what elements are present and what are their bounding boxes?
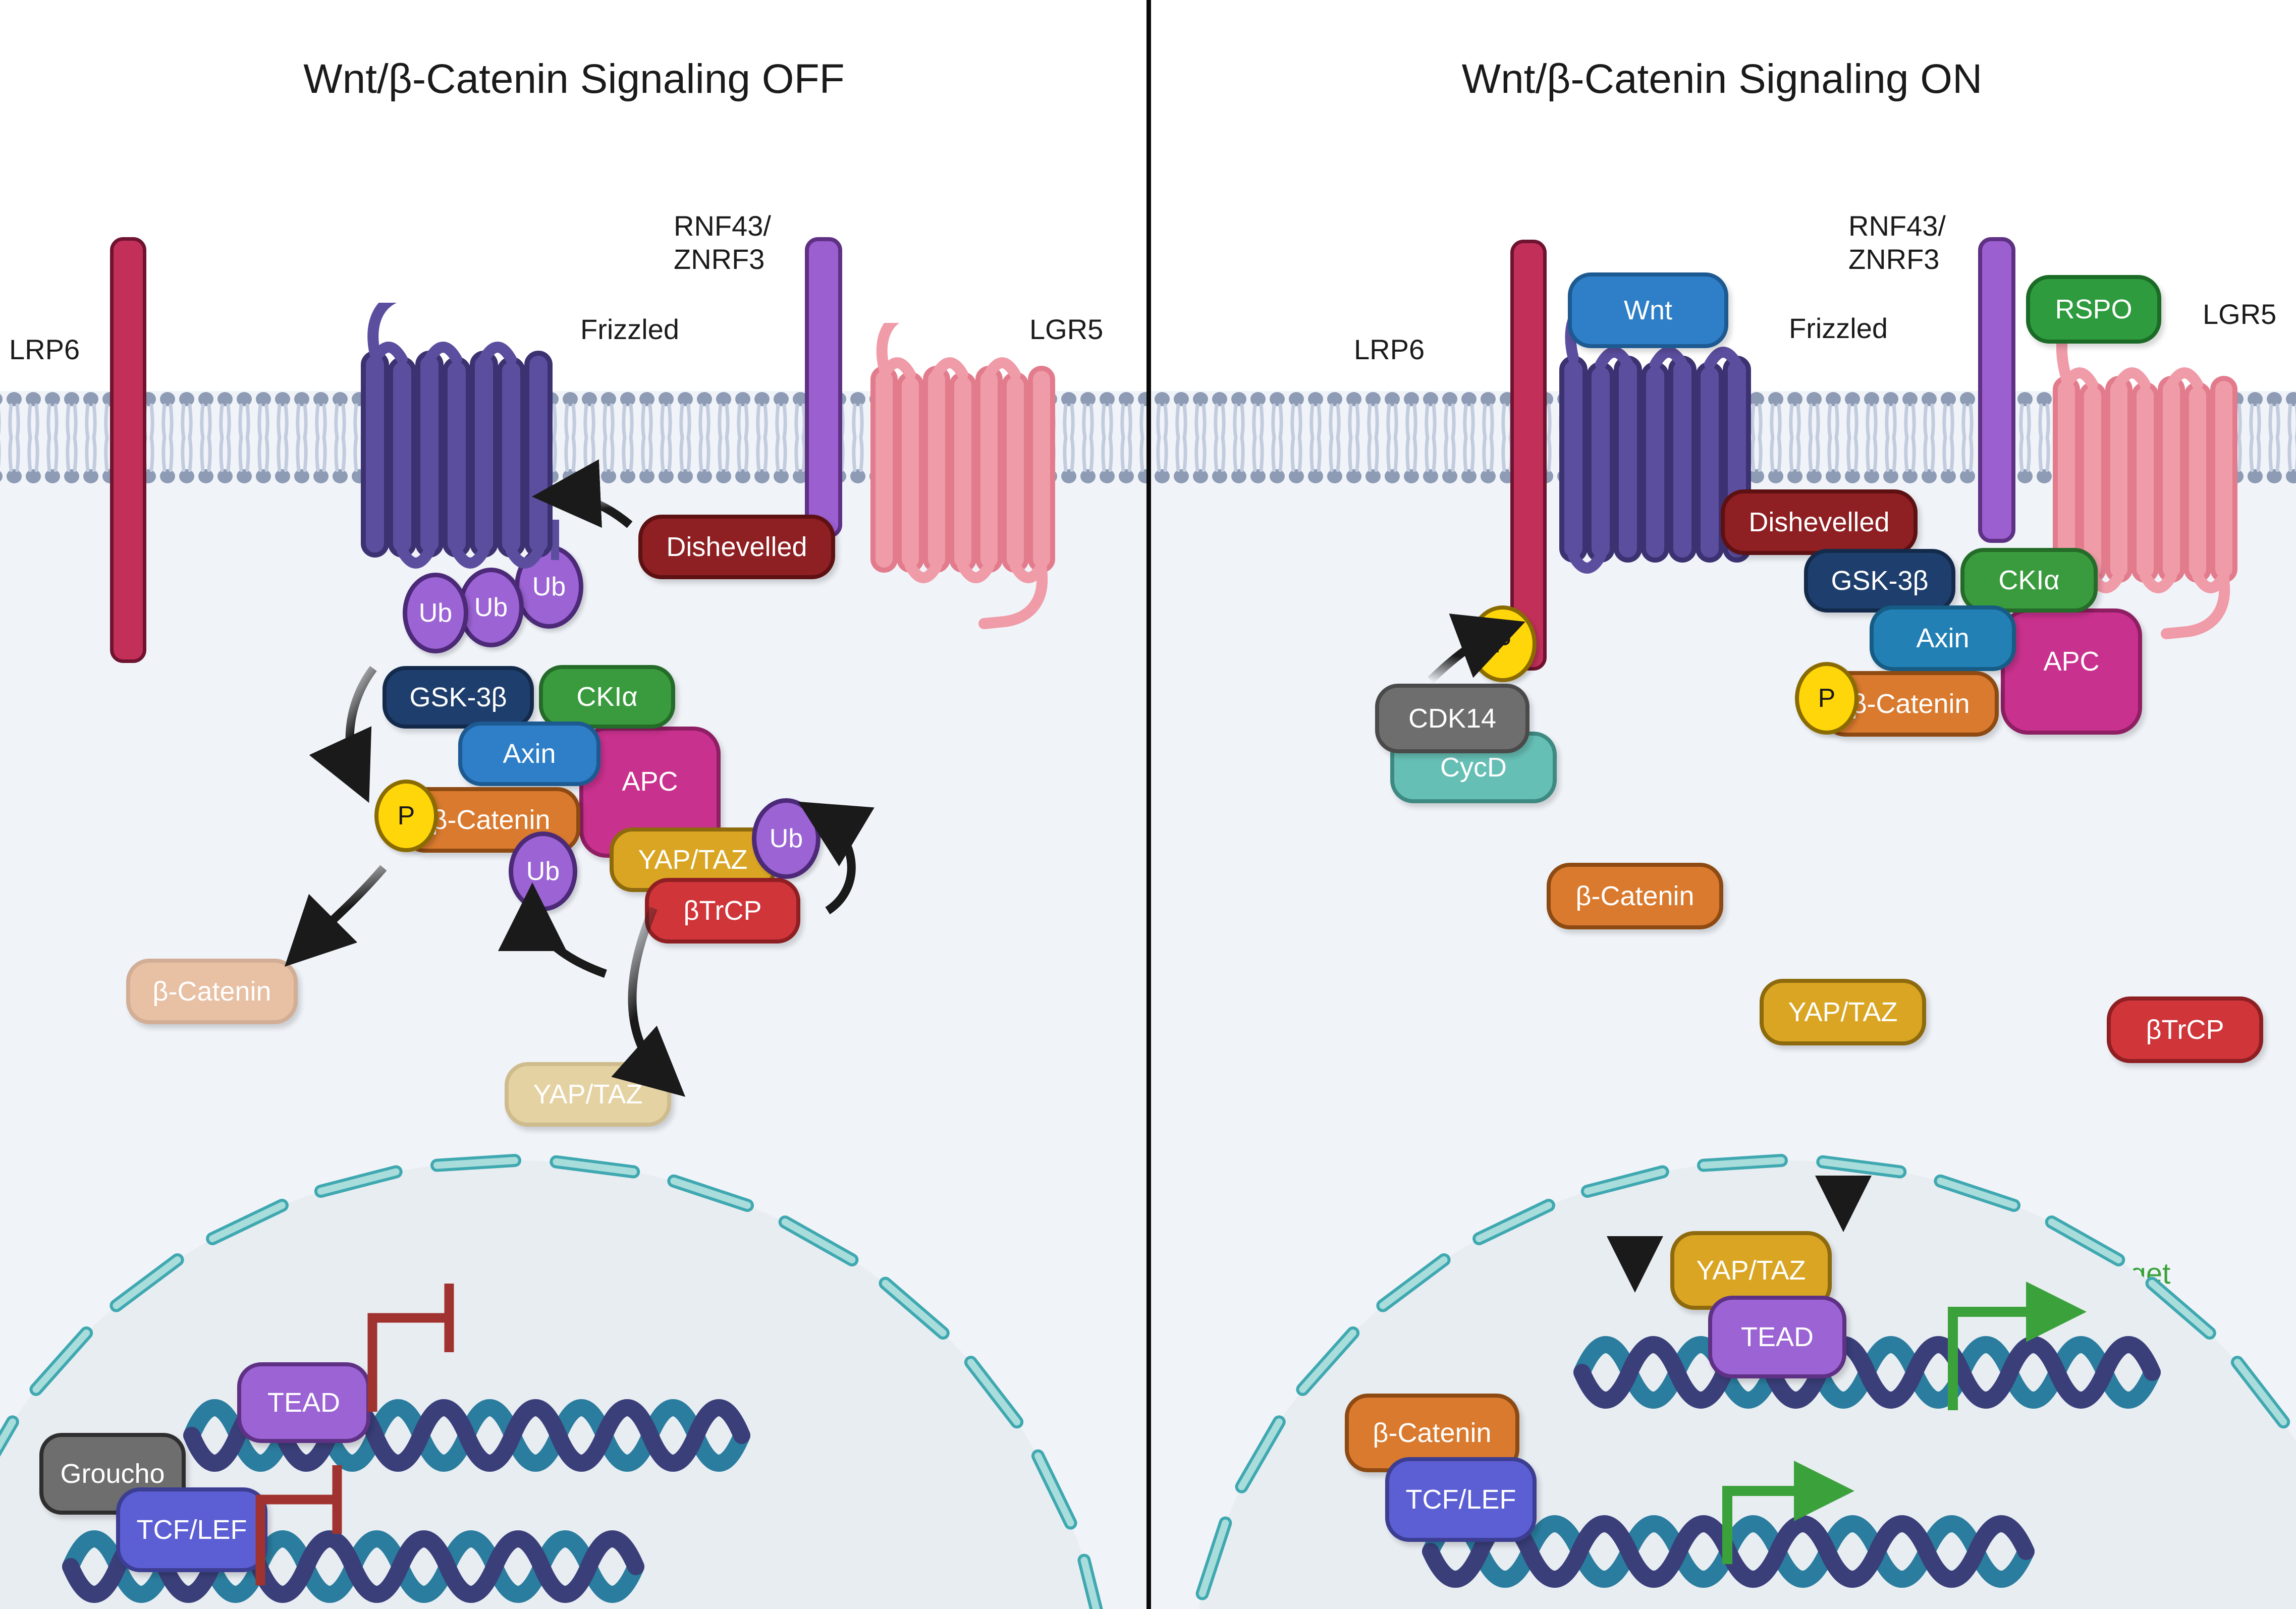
tead-node-left[interactable]: TEAD bbox=[237, 1362, 370, 1443]
frizzled-label: Frizzled bbox=[580, 313, 680, 345]
gsk3b-node[interactable]: GSK-3β bbox=[382, 666, 534, 729]
beta-catenin-free-node[interactable]: β-Catenin bbox=[1547, 863, 1723, 929]
panel-title-left: Wnt/β-Catenin Signaling OFF bbox=[303, 56, 845, 102]
beta-catenin-complex-node[interactable]: β-Catenin bbox=[1822, 671, 1999, 737]
dishevelled-node[interactable]: Dishevelled bbox=[1721, 489, 1918, 555]
lgr5-receptor[interactable] bbox=[2040, 333, 2282, 666]
lgr5-label: LGR5 bbox=[2203, 298, 2277, 330]
panel-title-right: Wnt/β-Catenin Signaling ON bbox=[1461, 56, 1983, 102]
ub-1[interactable]: Ub bbox=[403, 573, 468, 653]
btrcp-node[interactable]: βTrCP bbox=[2107, 996, 2263, 1063]
lgr5-label: LGR5 bbox=[1029, 313, 1104, 345]
groucho-node[interactable]: Groucho bbox=[39, 1433, 186, 1515]
dishevelled-node[interactable]: Dishevelled bbox=[638, 515, 835, 579]
lrp6-receptor[interactable] bbox=[1510, 240, 1547, 671]
beta-catenin-degraded-node[interactable]: β-Catenin bbox=[126, 959, 298, 1024]
wnt-node[interactable]: Wnt bbox=[1568, 272, 1728, 348]
rnf43-znrf3-label: RNF43/ ZNRF3 bbox=[674, 210, 771, 275]
ckia-node[interactable]: CKIα bbox=[1960, 548, 2098, 613]
ckia-node[interactable]: CKIα bbox=[539, 665, 675, 729]
lrp6-label: LRP6 bbox=[9, 334, 80, 365]
frizzled-receptor[interactable] bbox=[1547, 303, 1774, 616]
phosphate-badge-complex[interactable]: P bbox=[1795, 662, 1858, 735]
tead-node-right[interactable]: TEAD bbox=[1708, 1296, 1846, 1378]
panel-signaling-on: Wnt/β-Catenin Signaling ON LRP6 P Wnt bbox=[1148, 0, 2296, 1609]
tcf-lef-node-left[interactable]: TCF/LEF bbox=[116, 1487, 267, 1572]
panel-divider bbox=[1146, 0, 1151, 1609]
phosphate-badge-1[interactable]: P bbox=[374, 780, 438, 852]
lrp6-label: LRP6 bbox=[1354, 334, 1425, 365]
cdk14-node[interactable]: CDK14 bbox=[1375, 684, 1529, 753]
arrows-left bbox=[255, 459, 874, 1585]
frizzled-receptor[interactable] bbox=[348, 303, 575, 611]
lgr5-receptor[interactable] bbox=[858, 323, 1100, 656]
frizzled-label: Frizzled bbox=[1789, 312, 1888, 344]
rspo-node[interactable]: RSPO bbox=[2026, 275, 2161, 344]
yap-taz-free-node[interactable]: YAP/TAZ bbox=[1760, 979, 1926, 1045]
panel-signaling-off: Wnt/β-Catenin Signaling OFF LRP6 bbox=[0, 0, 1148, 1609]
lrp6-receptor[interactable] bbox=[110, 237, 146, 663]
extracellular-space-left bbox=[0, 0, 1148, 391]
rnf43-znrf3-label: RNF43/ ZNRF3 bbox=[1848, 210, 1946, 275]
axin-node[interactable]: Axin bbox=[458, 722, 600, 786]
btrcp-node[interactable]: βTrCP bbox=[645, 878, 800, 944]
tcf-lef-node-right[interactable]: TCF/LEF bbox=[1385, 1457, 1537, 1542]
rnf43-znrf3-receptor[interactable] bbox=[1978, 237, 2015, 543]
arrows-right bbox=[1428, 614, 2087, 1564]
axin-node[interactable]: Axin bbox=[1870, 605, 2016, 671]
rnf43-znrf3-receptor[interactable] bbox=[805, 237, 842, 538]
